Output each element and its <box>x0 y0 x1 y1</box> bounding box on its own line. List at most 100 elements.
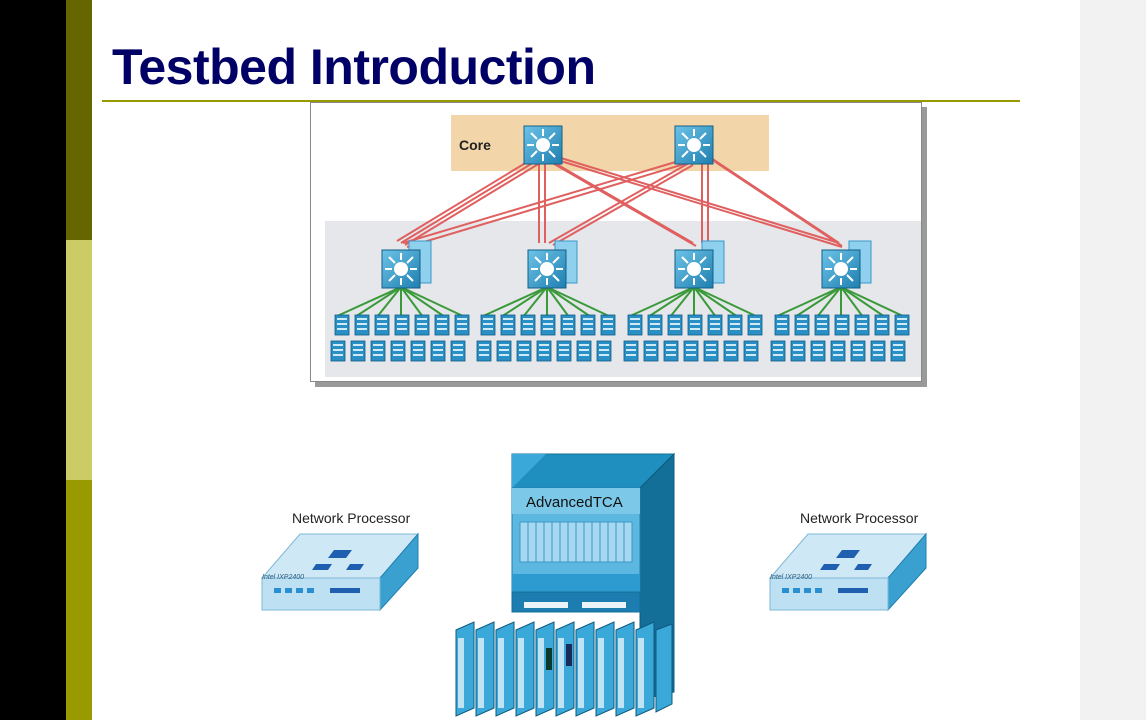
server <box>703 340 719 362</box>
server <box>556 340 572 362</box>
server <box>370 340 386 362</box>
core-switch-2 <box>674 125 714 165</box>
server <box>496 340 512 362</box>
server <box>536 340 552 362</box>
left-chip-label: Intel IXP2400 <box>262 574 305 581</box>
server <box>687 314 703 336</box>
advancedtca-chassis <box>455 452 676 717</box>
server <box>516 340 532 362</box>
server <box>774 314 790 336</box>
server-downlink-cables <box>334 286 906 318</box>
downlink-2-2 <box>500 286 548 318</box>
right-chip-label: Intel IXP2400 <box>770 574 813 581</box>
server <box>683 340 699 362</box>
server <box>600 314 616 336</box>
server <box>790 340 806 362</box>
downlink-2-6 <box>546 286 592 318</box>
server <box>414 314 430 336</box>
access-switch-1 <box>381 249 421 289</box>
uplink-core1-access1 <box>396 155 546 246</box>
topology-canvas <box>325 115 921 377</box>
uplink-core2-access4 <box>710 157 843 247</box>
server <box>727 314 743 336</box>
downlink-1-6 <box>400 286 446 318</box>
server <box>647 314 663 336</box>
server <box>707 314 723 336</box>
uplink-core2-access3 <box>701 163 709 243</box>
downlink-4-2 <box>794 286 842 318</box>
core-label: Core <box>459 137 491 153</box>
downlink-3-7 <box>693 286 759 318</box>
downlink-4-7 <box>840 286 906 318</box>
server <box>390 340 406 362</box>
server <box>394 314 410 336</box>
uplink-core2-access1 <box>402 157 692 248</box>
downlink-3-2 <box>647 286 695 318</box>
server <box>663 340 679 362</box>
server <box>874 314 890 336</box>
server <box>580 314 596 336</box>
server <box>500 314 516 336</box>
downlink-2-7 <box>546 286 612 318</box>
downlink-1-5 <box>400 286 424 318</box>
uplink-cables <box>396 154 843 248</box>
uplink-core1-access3 <box>545 157 697 247</box>
server <box>794 314 810 336</box>
server <box>810 340 826 362</box>
server <box>520 314 536 336</box>
server <box>623 340 639 362</box>
server <box>870 340 886 362</box>
server <box>434 314 450 336</box>
sidebar-accent-bottom <box>66 480 92 720</box>
downlink-1-1 <box>334 286 402 318</box>
server <box>330 340 346 362</box>
downlink-4-3 <box>816 286 842 318</box>
title-underline <box>102 100 1020 102</box>
core-layer-band <box>451 115 769 171</box>
uplink-core2-access2 <box>548 162 694 246</box>
downlink-4-6 <box>840 286 886 318</box>
left-network-processor <box>260 532 420 612</box>
server <box>374 314 390 336</box>
downlink-4-1 <box>774 286 842 318</box>
access-switch-4 <box>821 249 861 289</box>
slide-title: Testbed Introduction <box>112 39 596 95</box>
server <box>834 314 850 336</box>
server <box>410 340 426 362</box>
downlink-1-7 <box>400 286 466 318</box>
server <box>480 314 496 336</box>
uplink-core1-access4 <box>550 154 843 248</box>
server <box>850 340 866 362</box>
slide: Testbed Introduction <box>66 0 1080 720</box>
server <box>723 340 739 362</box>
server <box>770 340 786 362</box>
core-switch-1 <box>523 125 563 165</box>
server <box>627 314 643 336</box>
server <box>596 340 612 362</box>
downlink-2-5 <box>546 286 570 318</box>
server <box>334 314 350 336</box>
access-switch-3 <box>674 249 714 289</box>
right-network-processor <box>768 532 928 612</box>
server <box>540 314 556 336</box>
server <box>560 314 576 336</box>
server <box>430 340 446 362</box>
right-device-label: Network Processor <box>800 510 919 526</box>
server <box>747 314 763 336</box>
server <box>576 340 592 362</box>
right-margin-strip <box>1080 0 1146 720</box>
downlink-2-3 <box>522 286 548 318</box>
access-switches <box>381 240 872 289</box>
downlink-1-3 <box>376 286 402 318</box>
downlink-3-1 <box>627 286 695 318</box>
server <box>814 314 830 336</box>
downlink-2-1 <box>480 286 548 318</box>
server <box>830 340 846 362</box>
server <box>667 314 683 336</box>
server <box>890 340 906 362</box>
network-topology-diagram: Core <box>310 102 922 382</box>
advancedtca-label: AdvancedTCA <box>526 494 623 511</box>
downlink-1-2 <box>354 286 402 318</box>
server <box>743 340 759 362</box>
downlink-3-3 <box>669 286 695 318</box>
